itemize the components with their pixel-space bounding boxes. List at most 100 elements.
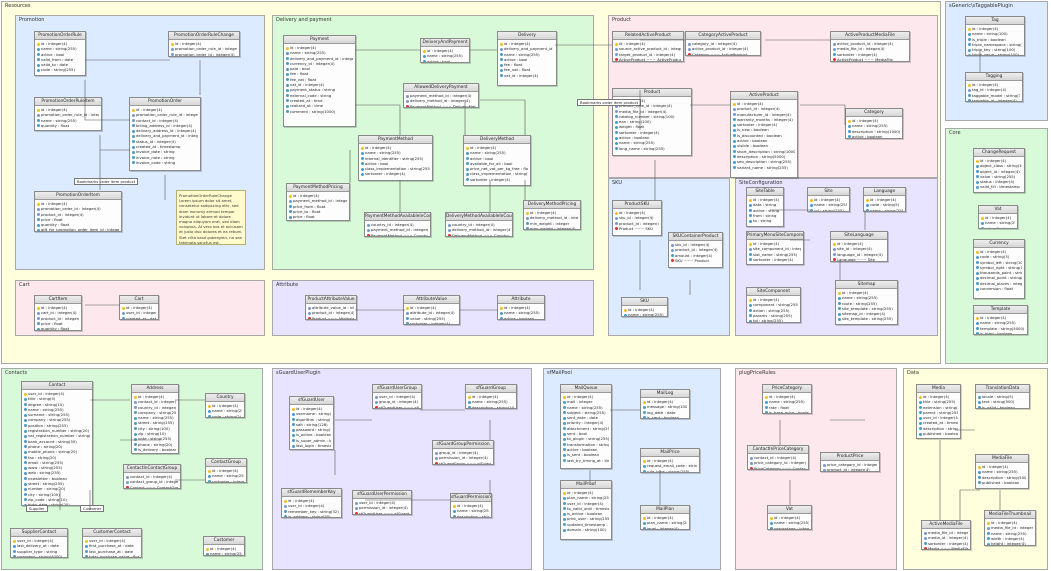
entity-title: PrimaryMenuSiteComponent <box>747 232 803 240</box>
field-text: bank_account : string(50) <box>28 438 77 444</box>
foreign-key-icon <box>375 400 378 404</box>
group-title: Promotion <box>19 17 45 23</box>
entity-field: delivery_address_id : integer(4) <box>132 128 198 133</box>
entity-fields: id : integer(4)name : string(255)rate : … <box>979 214 1017 228</box>
entity-field: name : string(255) <box>453 508 489 513</box>
entity-field: bank_account : string(50) <box>24 439 90 444</box>
entity-deliverymethodavailableincountry[interactable]: DeliveryMethodAvailableInCountrycountry_… <box>445 212 513 237</box>
field-text: name : string(255) <box>28 406 64 412</box>
entity-field: seo_description : string(255) <box>733 159 795 164</box>
column-icon <box>749 203 752 207</box>
entity-field: site_template : string(255) <box>838 306 895 311</box>
field-text: plan_name : string(255) <box>567 495 609 501</box>
column-icon <box>24 466 27 470</box>
foreign-key-icon <box>435 456 438 460</box>
entity-title: MediaFile <box>976 455 1028 463</box>
entity-fields: contact_id : integer(4)contact_group_id … <box>124 473 180 488</box>
field-text: triple_value : string(100) <box>972 52 1019 56</box>
entity-field: paid : bool <box>286 66 353 71</box>
column-icon <box>286 78 289 82</box>
entity-field: id : integer(4) <box>765 394 809 399</box>
column-icon <box>24 461 27 465</box>
column-icon <box>563 496 566 500</box>
entity-paymentmethodavailableincountry[interactable]: PaymentMethodAvailableInCountrycountry_i… <box>364 212 431 237</box>
field-text: payment_method_id : integer(4) <box>293 198 347 204</box>
entity-title: CustomerContact <box>83 529 141 537</box>
entity-field: degree : string(10) <box>24 402 90 407</box>
entity-field: sfGuardUser ~~~ sfGuardGroup <box>375 405 419 408</box>
column-icon <box>468 400 471 404</box>
field-text: to_plugin : string(255) <box>567 436 609 442</box>
entity-field: media_id : integer(4) <box>924 535 968 540</box>
